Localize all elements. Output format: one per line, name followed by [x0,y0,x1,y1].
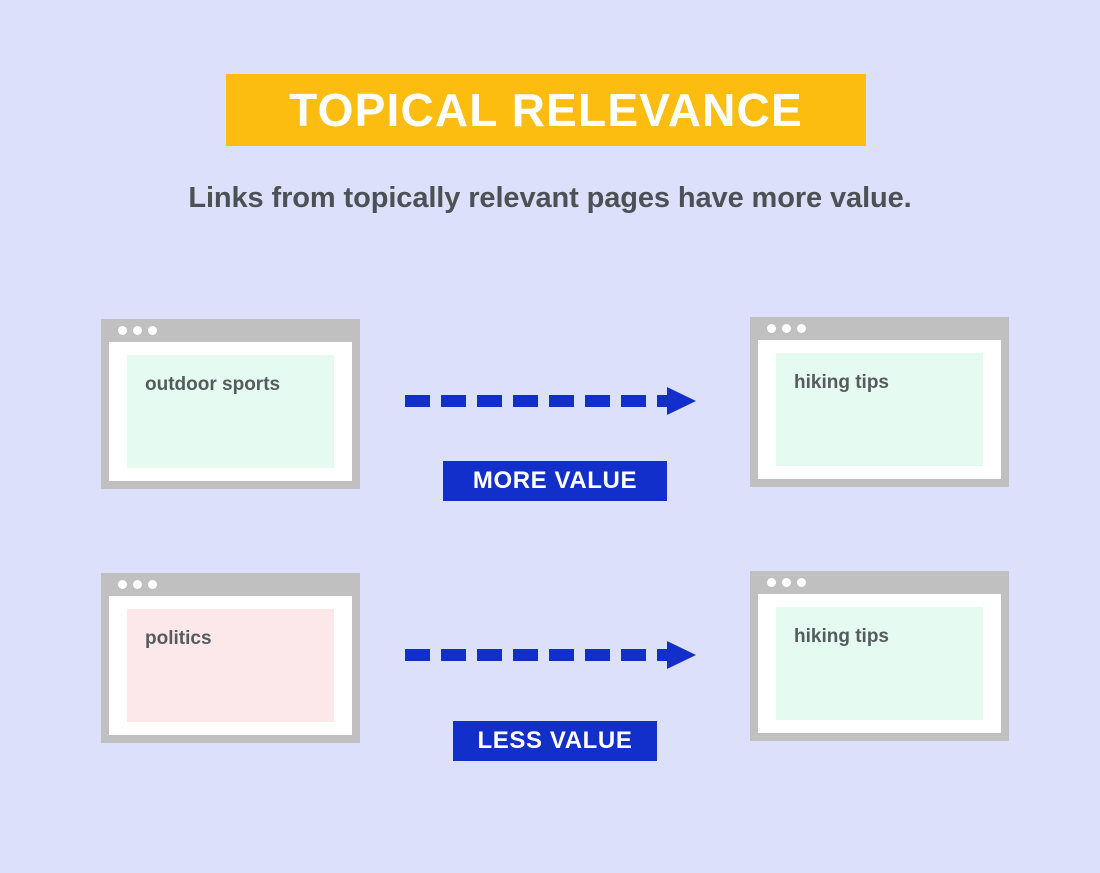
page-content-panel: hiking tips [776,607,983,720]
window-body: hiking tips [758,594,1001,733]
browser-window-target-hiking-tips-2[interactable]: hiking tips [750,571,1009,741]
window-dot-icon [782,324,791,333]
window-dot-icon [148,326,157,335]
window-titlebar [109,573,352,596]
window-dot-icon [767,578,776,587]
page-topic-label: outdoor sports [145,374,281,395]
window-controls [767,324,806,333]
window-dot-icon [797,578,806,587]
window-dot-icon [133,580,142,589]
window-dot-icon [148,580,157,589]
window-dot-icon [118,326,127,335]
badge-label: MORE VALUE [472,467,638,494]
page-topic-label: hiking tips [794,626,889,647]
browser-window-target-hiking-tips-1[interactable]: hiking tips [750,317,1009,487]
window-body: outdoor sports [109,342,352,481]
window-dot-icon [782,578,791,587]
window-controls [118,580,157,589]
window-controls [118,326,157,335]
browser-window-source-outdoor-sports[interactable]: outdoor sports [101,319,360,489]
dashed-arrow-right-icon [405,638,705,672]
browser-window-source-politics[interactable]: politics [101,573,360,743]
window-dot-icon [118,580,127,589]
page-title: TOPICAL RELEVANCE [289,84,803,136]
window-controls [767,578,806,587]
window-body: politics [109,596,352,735]
dashed-arrow-right-icon [405,384,705,418]
page-topic-label: hiking tips [794,372,889,393]
window-titlebar [758,317,1001,340]
page-subtitle: Links from topically relevant pages have… [188,182,912,214]
connector-less-value [405,638,705,672]
page-content-panel: hiking tips [776,353,983,466]
connector-more-value [405,384,705,418]
window-dot-icon [797,324,806,333]
badge-more-value: MORE VALUE [443,461,667,501]
window-dot-icon [133,326,142,335]
badge-label: LESS VALUE [477,727,633,754]
window-body: hiking tips [758,340,1001,479]
window-dot-icon [767,324,776,333]
title-banner: TOPICAL RELEVANCE [226,74,866,146]
page-content-panel: outdoor sports [127,355,334,468]
window-titlebar [109,319,352,342]
page-content-panel: politics [127,609,334,722]
badge-less-value: LESS VALUE [453,721,657,761]
page-topic-label: politics [145,628,212,649]
window-titlebar [758,571,1001,594]
